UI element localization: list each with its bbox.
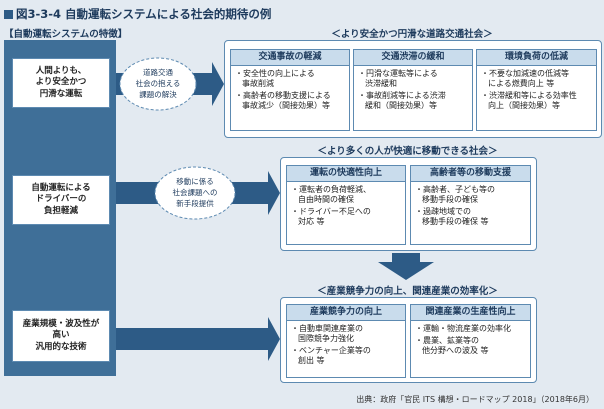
card-item: 農業、鉱業等の 他分野への波及 等 [415, 336, 527, 356]
cloud-road-traffic: 道路交通 社会の抱える 課題の解決 [119, 57, 197, 111]
card-item: 円滑な運転等による 渋滞緩和 [358, 69, 469, 89]
cloud-1-line-3: 課題の解決 [139, 89, 177, 99]
card-item: ドライバー不足への 対応 等 [291, 207, 402, 227]
down-arrow [378, 253, 434, 280]
section-3-group: 産業競争力の向上 自動車関連産業の 国際競争力強化 ベンチャー企業等の 創出 等… [280, 297, 537, 383]
card-items: 高齢者、子ども等の 移動手段の確保 過疎地域での 移動手段の確保 等 [411, 185, 530, 227]
title-square-icon [4, 9, 13, 19]
features-panel: 人間よりも、 より安全かつ 円滑な運転 自動運転による ドライバーの 負担軽減 … [4, 40, 116, 376]
arrow-3 [116, 317, 280, 361]
features-header: 【自動運転システムの特徴】 [4, 29, 128, 40]
card-item: 過疎地域での 移動手段の確保 等 [415, 207, 527, 227]
card-items: 円滑な運転等による 渋滞緩和 事故削減等による渋滞 緩和（間接効果）等 [354, 69, 472, 111]
section-2-header: ＜より多くの人が快適に移動できる社会＞ [317, 146, 498, 157]
card-item: 事故削減等による渋滞 緩和（間接効果）等 [358, 91, 469, 111]
card-item: 自動車関連産業の 国際競争力強化 [291, 324, 402, 344]
card-item: 高齢者、子ども等の 移動手段の確保 [415, 185, 527, 205]
feature-safe-driving: 人間よりも、 より安全かつ 円滑な運転 [12, 58, 110, 108]
cloud-1-line-1: 道路交通 [143, 67, 173, 77]
card-accident-reduction: 交通事故の軽減 安全性の向上による 事故削減 高齢者の移動支援による 事故減少（… [230, 49, 350, 131]
card-title: 産業競争力の向上 [287, 305, 405, 321]
cloud-mobility: 移動に係る 社会課題への 新手段提供 [154, 166, 236, 220]
card-environment: 環境負荷の低減 不要な加減速の低減等 による燃費向上 等 渋滞緩和等による効率性… [476, 49, 597, 131]
card-items: 不要な加減速の低減等 による燃費向上 等 渋滞緩和等による効率性 向上（間接効果… [477, 69, 596, 111]
card-item: 運転者の負荷軽減、 自由時間の確保 [291, 185, 402, 205]
card-item: 運輸・物流産業の効率化 [415, 324, 527, 334]
cloud-2-line-2: 社会課題への [173, 187, 218, 197]
card-industrial-competitiveness: 産業競争力の向上 自動車関連産業の 国際競争力強化 ベンチャー企業等の 創出 等 [286, 304, 406, 378]
card-item: ベンチャー企業等の 創出 等 [291, 346, 402, 366]
card-title: 関連産業の生産性向上 [411, 305, 530, 321]
cloud-2-line-3: 新手段提供 [176, 198, 214, 208]
card-title: 環境負荷の低減 [477, 50, 596, 66]
card-items: 自動車関連産業の 国際競争力強化 ベンチャー企業等の 創出 等 [287, 324, 405, 366]
card-item: 安全性の向上による 事故削減 [235, 69, 346, 89]
cloud-1-line-2: 社会の抱える [136, 78, 181, 88]
section-3-header: ＜産業競争力の向上、関連産業の効率化＞ [317, 286, 498, 297]
feature-general-technology: 産業規模・波及性が 高い 汎用的な技術 [12, 310, 110, 362]
source-note: 出典：政府「官民 ITS 構想・ロードマップ 2018」（2018年6月） [356, 395, 594, 404]
card-items: 運輸・物流産業の効率化 農業、鉱業等の 他分野への波及 等 [411, 324, 530, 356]
card-item: 不要な加減速の低減等 による燃費向上 等 [481, 69, 593, 89]
card-related-productivity: 関連産業の生産性向上 運輸・物流産業の効率化 農業、鉱業等の 他分野への波及 等 [410, 304, 531, 378]
feature-driver-burden: 自動運転による ドライバーの 負担軽減 [12, 175, 110, 225]
section-2-group: 運転の快適性向上 運転者の負荷軽減、 自由時間の確保 ドライバー不足への 対応 … [280, 157, 537, 251]
section-1-group: 交通事故の軽減 安全性の向上による 事故削減 高齢者の移動支援による 事故減少（… [224, 40, 602, 138]
card-title: 運転の快適性向上 [287, 166, 405, 182]
card-title: 高齢者等の移動支援 [411, 166, 530, 182]
card-title: 交通渋滞の緩和 [354, 50, 472, 66]
card-items: 安全性の向上による 事故削減 高齢者の移動支援による 事故減少（間接効果）等 [231, 69, 349, 111]
cloud-2-line-1: 移動に係る [176, 176, 214, 186]
figure-title-bar: 図3-3-4 自動運転システムによる社会的期待の例 [4, 6, 271, 22]
card-item: 渋滞緩和等による効率性 向上（間接効果）等 [481, 91, 593, 111]
card-driving-comfort: 運転の快適性向上 運転者の負荷軽減、 自由時間の確保 ドライバー不足への 対応 … [286, 165, 406, 245]
card-title: 交通事故の軽減 [231, 50, 349, 66]
section-1-header: ＜より安全かつ円滑な道路交通社会＞ [331, 29, 493, 40]
figure-title: 図3-3-4 自動運転システムによる社会的期待の例 [16, 7, 272, 21]
card-congestion-relief: 交通渋滞の緩和 円滑な運転等による 渋滞緩和 事故削減等による渋滞 緩和（間接効… [353, 49, 473, 131]
card-item: 高齢者の移動支援による 事故減少（間接効果）等 [235, 91, 346, 111]
card-items: 運転者の負荷軽減、 自由時間の確保 ドライバー不足への 対応 等 [287, 185, 405, 227]
card-elderly-mobility: 高齢者等の移動支援 高齢者、子ども等の 移動手段の確保 過疎地域での 移動手段の… [410, 165, 531, 245]
